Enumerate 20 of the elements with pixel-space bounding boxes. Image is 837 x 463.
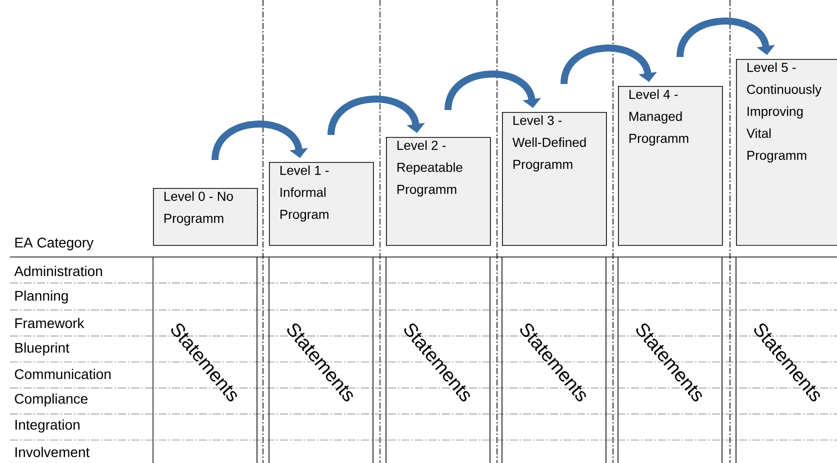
curved-arrow bbox=[328, 96, 425, 136]
level-box: Level 2 - Repeatable Programm bbox=[386, 137, 491, 246]
column-heading: EA Category bbox=[15, 238, 94, 250]
row-label: Blueprint bbox=[15, 342, 70, 356]
curved-arrow bbox=[444, 70, 541, 111]
level-box: Level 0 - No Programm bbox=[153, 188, 258, 246]
curved-arrow bbox=[676, 18, 775, 58]
level-box: Level 3 - Well-Defined Programm bbox=[502, 112, 607, 246]
row-label: Planning bbox=[15, 290, 68, 304]
row-label: Administration bbox=[14, 266, 102, 276]
level-box: Level 4 - Managed Programm bbox=[618, 86, 723, 246]
row-label: Compliance bbox=[14, 393, 88, 407]
row-label: Framework bbox=[15, 318, 84, 328]
curved-arrow bbox=[212, 120, 308, 160]
curved-arrow bbox=[560, 44, 657, 84]
level-box: Level 5 - Continuously Improving Vital Programm bbox=[736, 59, 837, 246]
level-box: Level 1 - Informal Program bbox=[269, 162, 374, 246]
row-label: Integration bbox=[15, 419, 80, 433]
row-label: Communication bbox=[14, 368, 111, 380]
row-label: Involvement bbox=[15, 446, 90, 458]
